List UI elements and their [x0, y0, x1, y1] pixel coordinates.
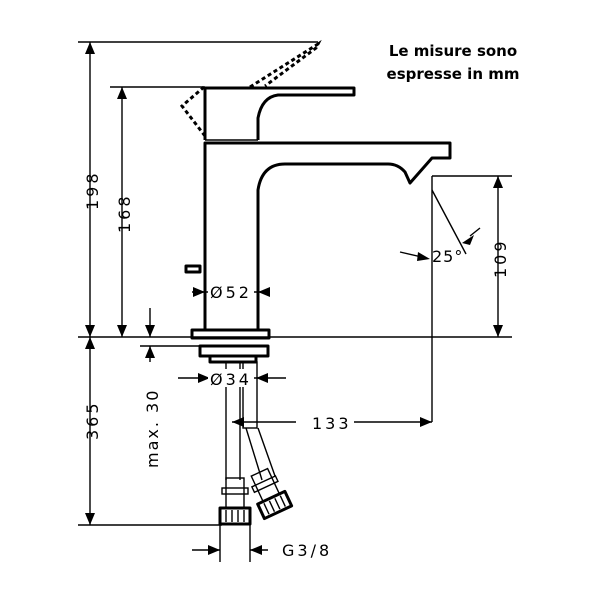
hose-connector-left: [218, 477, 252, 526]
dimension-max-30: max. 30: [140, 308, 202, 468]
dimension-168-label: 168: [115, 193, 134, 233]
dimension-133: 133: [232, 413, 432, 433]
dimension-diameter-34-label: Ø34: [210, 370, 252, 389]
dimension-198: 198: [78, 41, 318, 337]
dimension-diameter-34: Ø34: [178, 369, 286, 389]
mounting-assembly: [198, 344, 276, 481]
units-note-line-2: espresse in mm: [386, 65, 520, 83]
dimension-109-label: 109: [491, 238, 510, 278]
dimension-diameter-52-label: Ø52: [210, 283, 252, 302]
hose-connector-right: [250, 467, 294, 521]
dimension-133-label: 133: [312, 414, 352, 433]
dimension-angle: 25°: [399, 176, 481, 422]
dimension-max-30-label: max. 30: [143, 389, 162, 468]
dimension-thread: G3/8: [192, 524, 332, 562]
dimension-168: 168: [110, 86, 205, 337]
dimension-thread-label: G3/8: [282, 541, 332, 560]
units-note: Le misure sono espresse in mm: [368, 40, 538, 86]
dimension-365: 365: [78, 337, 222, 526]
dimension-365-label: 365: [83, 400, 102, 440]
faucet-body: [179, 39, 452, 340]
dimension-diameter-52: Ø52: [192, 283, 270, 302]
dimension-109: 109: [432, 175, 512, 337]
units-note-line-1: Le misure sono: [388, 42, 518, 60]
dimension-198-label: 198: [83, 170, 102, 210]
dimension-angle-label: 25°: [432, 247, 463, 266]
